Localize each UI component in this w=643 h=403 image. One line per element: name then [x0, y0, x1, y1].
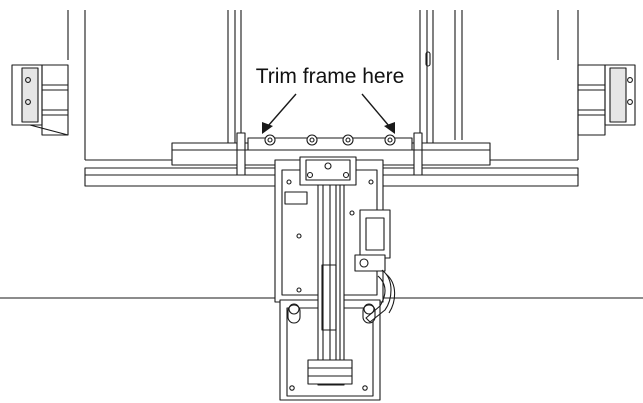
motor-assembly: [354, 209, 396, 323]
vertical-posts: [227, 10, 463, 145]
trim-frame-callout: Trim frame here: [255, 65, 405, 88]
trim-arrows: [262, 93, 395, 134]
cross-bar: [171, 132, 491, 176]
left-mount-bracket: [11, 64, 69, 136]
right-mount-bracket: [577, 64, 636, 136]
linear-guide: [307, 184, 353, 386]
